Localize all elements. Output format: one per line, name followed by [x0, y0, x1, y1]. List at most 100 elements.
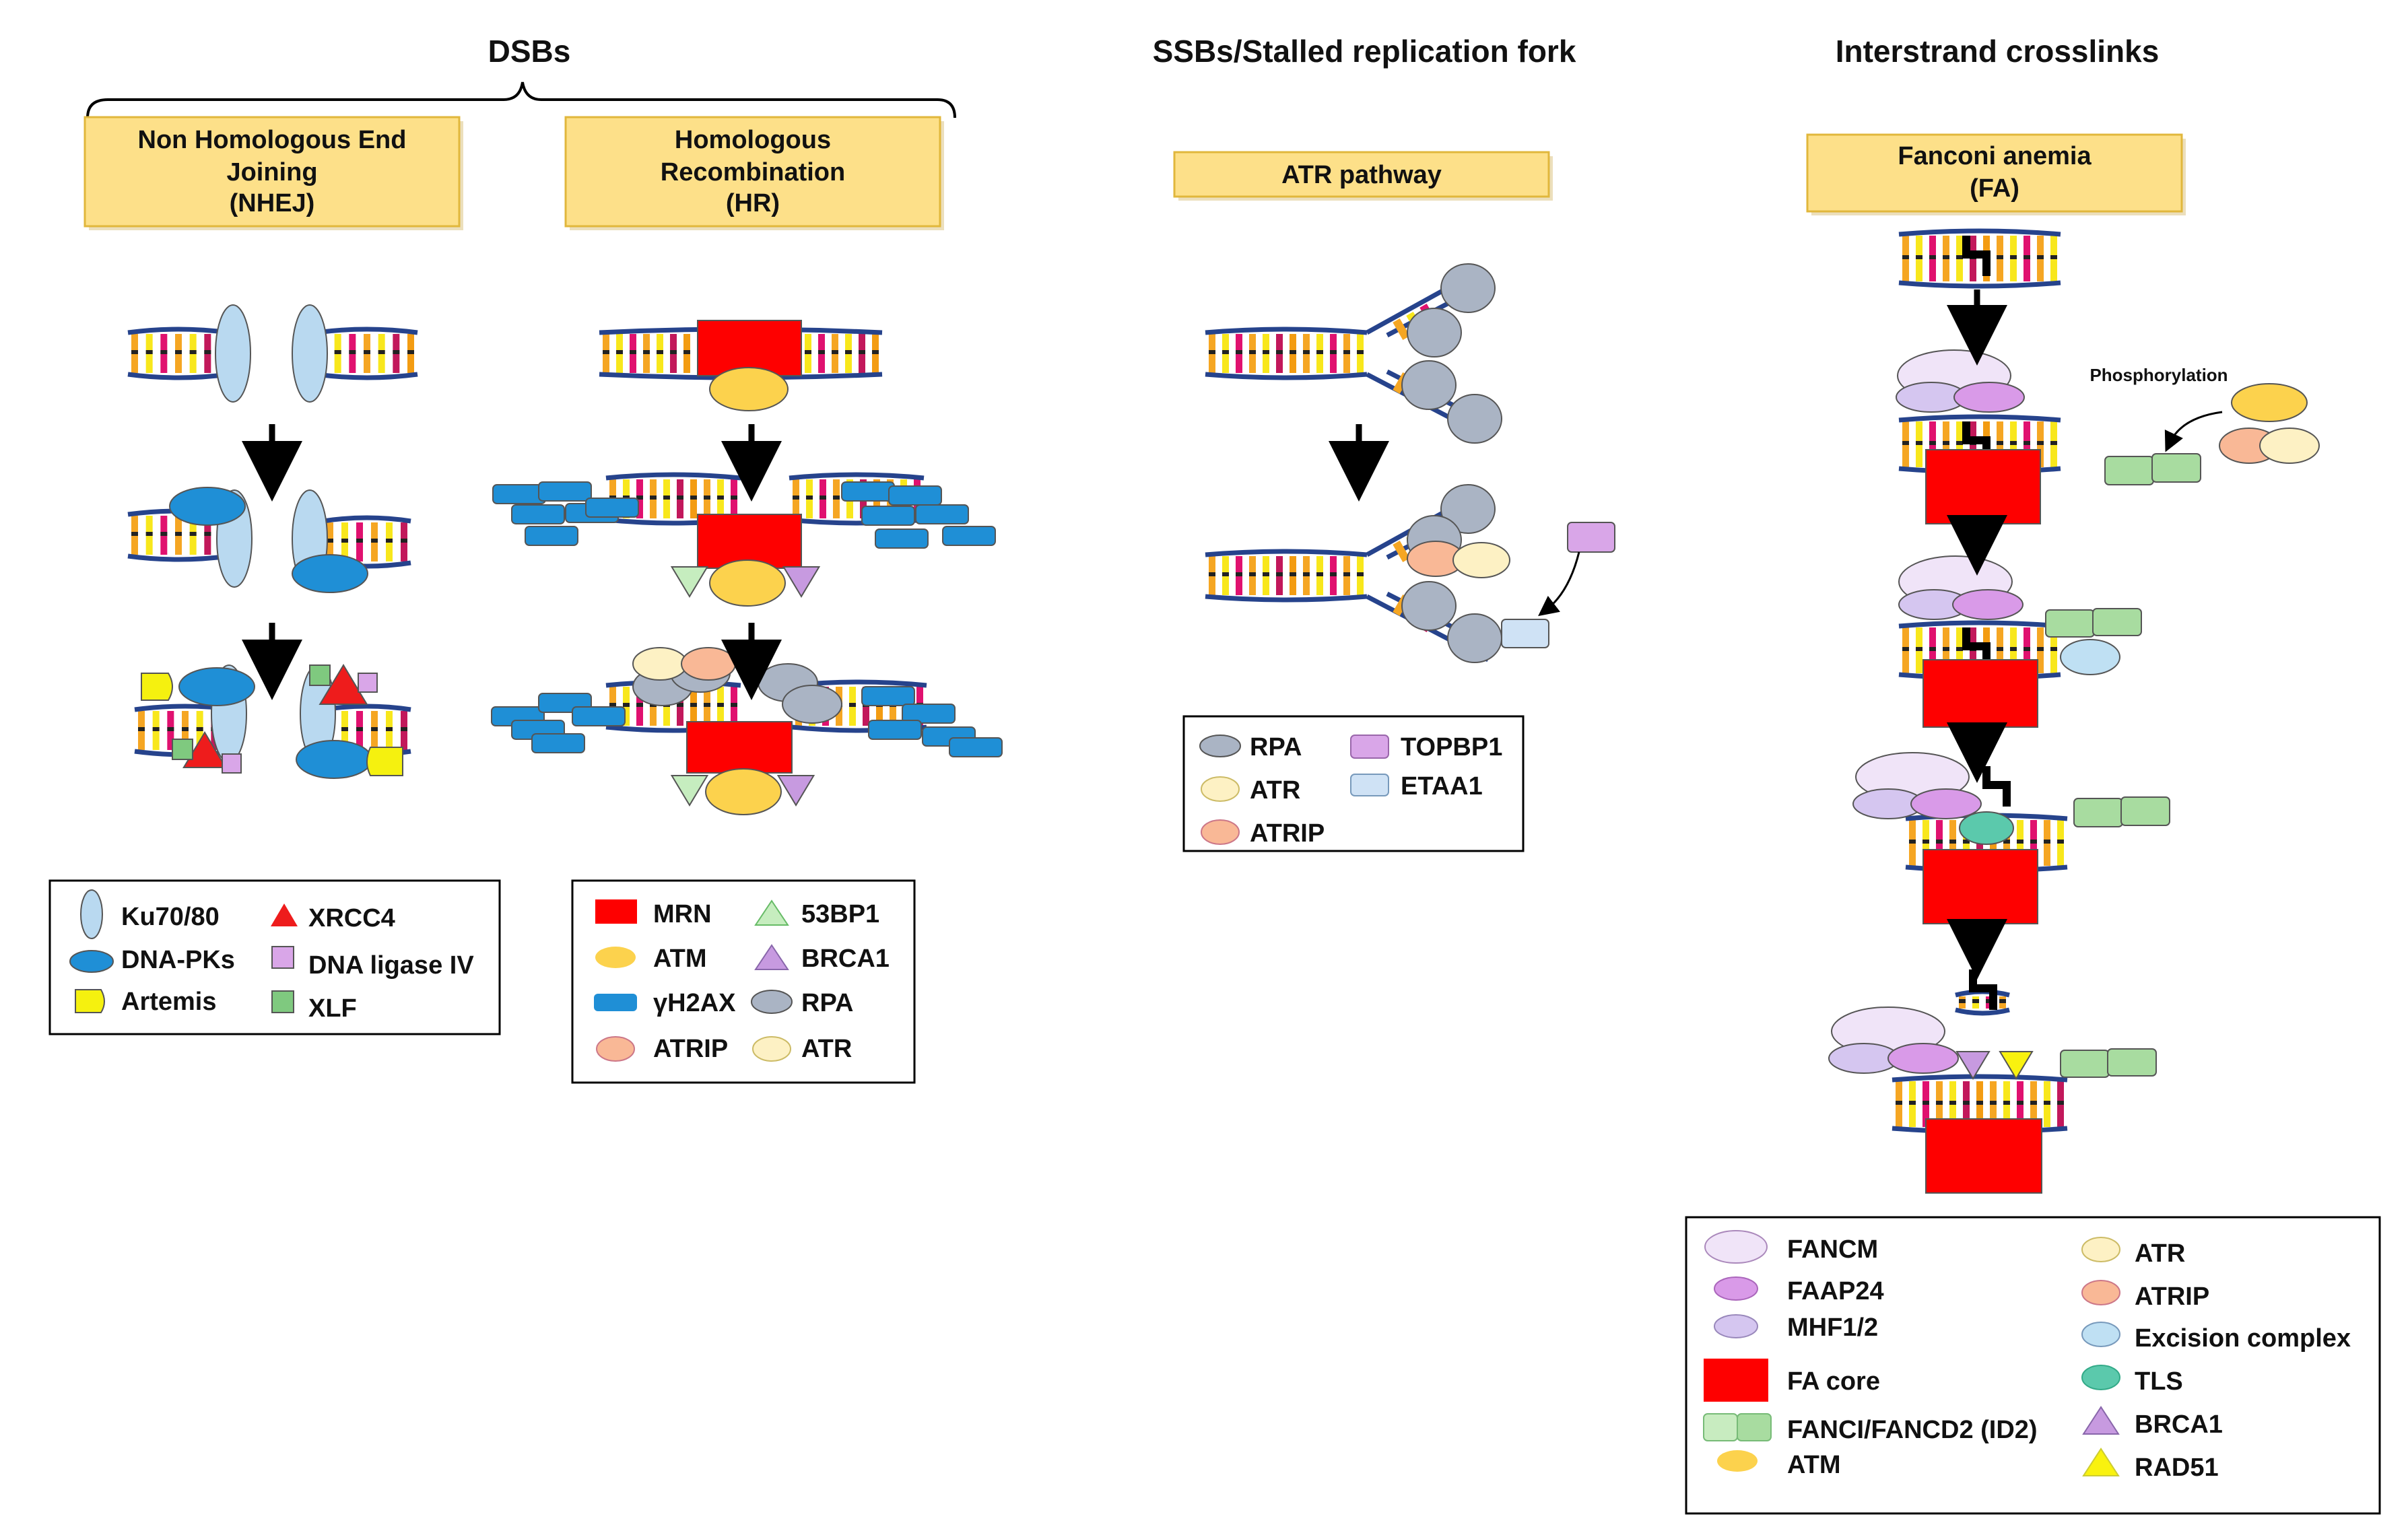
dna-strand	[1892, 1074, 2068, 1083]
rpa-shape	[1447, 394, 1502, 444]
h2ax-shape	[531, 733, 585, 753]
legend-swatch-artemis	[75, 989, 105, 1013]
brca1-shape	[1955, 1051, 1991, 1080]
ku-shape	[292, 304, 328, 403]
base-pair-center	[1902, 441, 1909, 445]
h2ax-shape	[585, 498, 639, 518]
h2ax-shape	[942, 526, 996, 546]
artemis-shape	[141, 673, 173, 701]
id2-shape	[2107, 1048, 2157, 1077]
base-pair-center	[859, 350, 865, 354]
base-pair	[1393, 541, 1410, 562]
legend-label: ATRIP	[1250, 819, 1325, 848]
rpa-shape	[1407, 308, 1462, 357]
base-pair-center	[1976, 1101, 1983, 1105]
legend-swatch-atrip	[596, 1036, 635, 1062]
base-pair-center	[704, 496, 710, 500]
legend-swatch-faap24	[1714, 1276, 1758, 1301]
legend-label: XRCC4	[308, 904, 395, 932]
base-pair-center	[1902, 255, 1909, 259]
base-pair-center	[1909, 840, 1916, 844]
legend-swatch-atr	[2081, 1237, 2120, 1262]
base-pair-center	[820, 496, 826, 500]
base-pair-center	[630, 350, 636, 354]
base-pair-center	[175, 532, 182, 536]
base-pair-center	[1916, 441, 1922, 445]
h2ax-shape	[492, 484, 546, 504]
dna-segment	[316, 327, 418, 380]
id2-shape	[2120, 796, 2170, 826]
base-pair-center	[1929, 647, 1936, 651]
dna-strand	[1898, 620, 2061, 629]
base-pair-center	[1209, 572, 1215, 576]
legend-swatch-fa-core	[1704, 1359, 1768, 1402]
dna-strand	[323, 515, 411, 524]
h2ax-shape	[572, 706, 626, 726]
atm-shape	[709, 367, 789, 411]
legend-label: Ku70/80	[121, 903, 220, 931]
base-pair-center	[818, 350, 825, 354]
xlf-shape	[172, 739, 193, 760]
base-pair-center	[1936, 840, 1943, 844]
base-pair-center	[1943, 255, 1949, 259]
base-pair-center	[1929, 255, 1936, 259]
base-pair-center	[1222, 350, 1229, 354]
xlf-shape	[309, 664, 331, 686]
legend-label: γH2AX	[653, 989, 736, 1017]
base-pair-center	[1943, 647, 1949, 651]
base-pair-center	[2037, 255, 2044, 259]
legend-label: BRCA1	[801, 945, 890, 973]
dna-strand	[1205, 549, 1368, 557]
base-pair-center	[1343, 572, 1350, 576]
base-pair-center	[2030, 1101, 2037, 1105]
base-pair-center	[1943, 441, 1949, 445]
mrn-shape	[697, 514, 802, 569]
id2-shape	[2073, 798, 2123, 827]
legend-label: RPA	[1250, 733, 1302, 761]
legend-label: ATR	[801, 1035, 852, 1063]
legend-label: 53BP1	[801, 900, 879, 928]
legend-swatch-atrip	[1201, 819, 1240, 845]
base-pair-center	[182, 727, 189, 731]
base-pair-center	[2024, 255, 2030, 259]
phosphorylation-label: Phosphorylation	[2089, 365, 2228, 385]
fa-core-shape	[1922, 849, 2038, 924]
brca1-shape	[782, 566, 821, 598]
dnapk-shape	[292, 554, 368, 593]
base-pair-center	[131, 350, 138, 354]
legend-label: FAAP24	[1787, 1277, 1884, 1305]
base-pair-center	[731, 703, 737, 707]
pathway-box-hr: Homologous Recombination (HR)	[564, 116, 944, 230]
base-pair-center	[1303, 350, 1310, 354]
legend-label: Excision complex	[2135, 1324, 2351, 1353]
base-pair-center	[1290, 572, 1296, 576]
pathway-box-atr: ATR pathway	[1173, 151, 1553, 201]
base-pair-center	[160, 532, 168, 536]
h2ax-shape	[538, 481, 592, 502]
pathway-title-line: (NHEJ)	[230, 189, 315, 217]
base-pair-center	[1916, 647, 1922, 651]
legend-label: FANCM	[1787, 1235, 1878, 1264]
h2ax-shape	[915, 504, 969, 524]
base-pair-center	[2003, 1101, 2010, 1105]
base-pair-center	[1263, 350, 1269, 354]
base-pair-center	[2057, 840, 2064, 844]
base-pair-center	[793, 496, 799, 500]
base-pair-center	[378, 350, 385, 354]
base-pair-center	[677, 496, 683, 500]
pathway-title-line: Non Homologous End	[138, 126, 407, 154]
base-pair-center	[1963, 1101, 1970, 1105]
dna-strand	[605, 472, 741, 481]
base-pair-center	[386, 727, 393, 731]
dna-strand	[1898, 280, 2061, 289]
legend-label: ATRIP	[2135, 1283, 2209, 1311]
base-pair-center	[1956, 441, 1963, 445]
base-pair-center	[371, 727, 378, 731]
base-pair-center	[872, 350, 879, 354]
fa-core-shape	[1925, 1118, 2042, 1194]
lig4-shape	[358, 673, 378, 693]
base-pair-center	[2037, 647, 2044, 651]
topbp1-shape	[1567, 522, 1615, 553]
xrcc4-shape	[182, 731, 227, 768]
